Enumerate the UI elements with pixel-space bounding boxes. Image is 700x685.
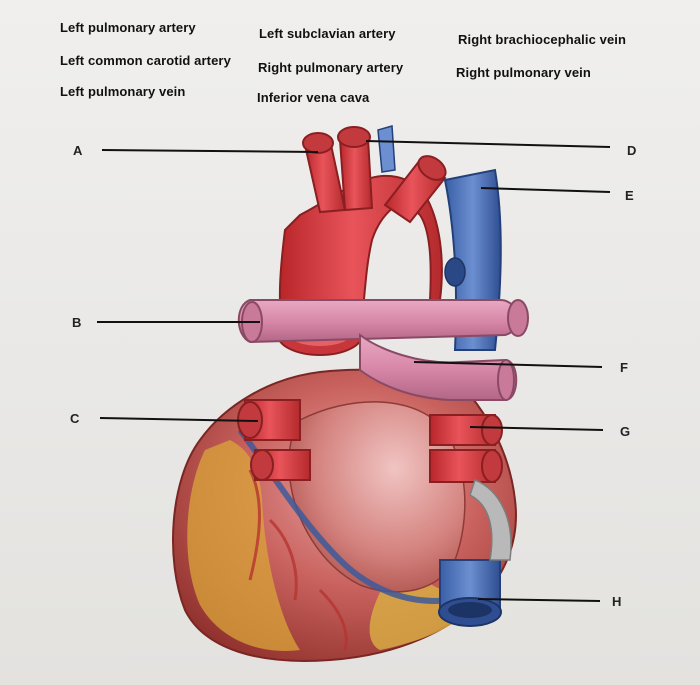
pulmonary-veins (237, 399, 503, 483)
word-bank-term: Left pulmonary artery (60, 20, 196, 35)
marker-d: D (627, 143, 637, 158)
marker-h: H (612, 594, 622, 609)
leader-line-h (477, 598, 601, 602)
leader-line-d (365, 140, 611, 148)
marker-g: G (620, 424, 631, 439)
word-bank-term: Right brachiocephalic vein (458, 32, 627, 47)
leader-line-f (413, 361, 603, 368)
leader-lines (97, 140, 611, 602)
leader-line-e (480, 187, 611, 193)
aortic-arch (277, 126, 447, 356)
word-bank-term: Inferior vena cava (257, 90, 370, 105)
word-bank-term: Right pulmonary artery (258, 60, 404, 75)
leader-line-c (99, 417, 259, 422)
inferior-vena-cava (438, 479, 512, 627)
word-bank-term: Left pulmonary vein (60, 84, 186, 99)
heart-body (172, 368, 517, 662)
word-bank-term: Left subclavian artery (259, 26, 396, 41)
marker-f: F (620, 360, 628, 375)
marker-a: A (73, 143, 83, 158)
marker-b: B (72, 315, 82, 330)
pulmonary-trunk (237, 299, 529, 401)
leader-line-a (101, 149, 319, 153)
word-bank-term: Left common carotid artery (60, 53, 231, 68)
marker-c: C (70, 411, 80, 426)
leader-line-g (469, 426, 604, 431)
marker-e: E (625, 188, 634, 203)
word-bank-term: Right pulmonary vein (456, 65, 591, 80)
